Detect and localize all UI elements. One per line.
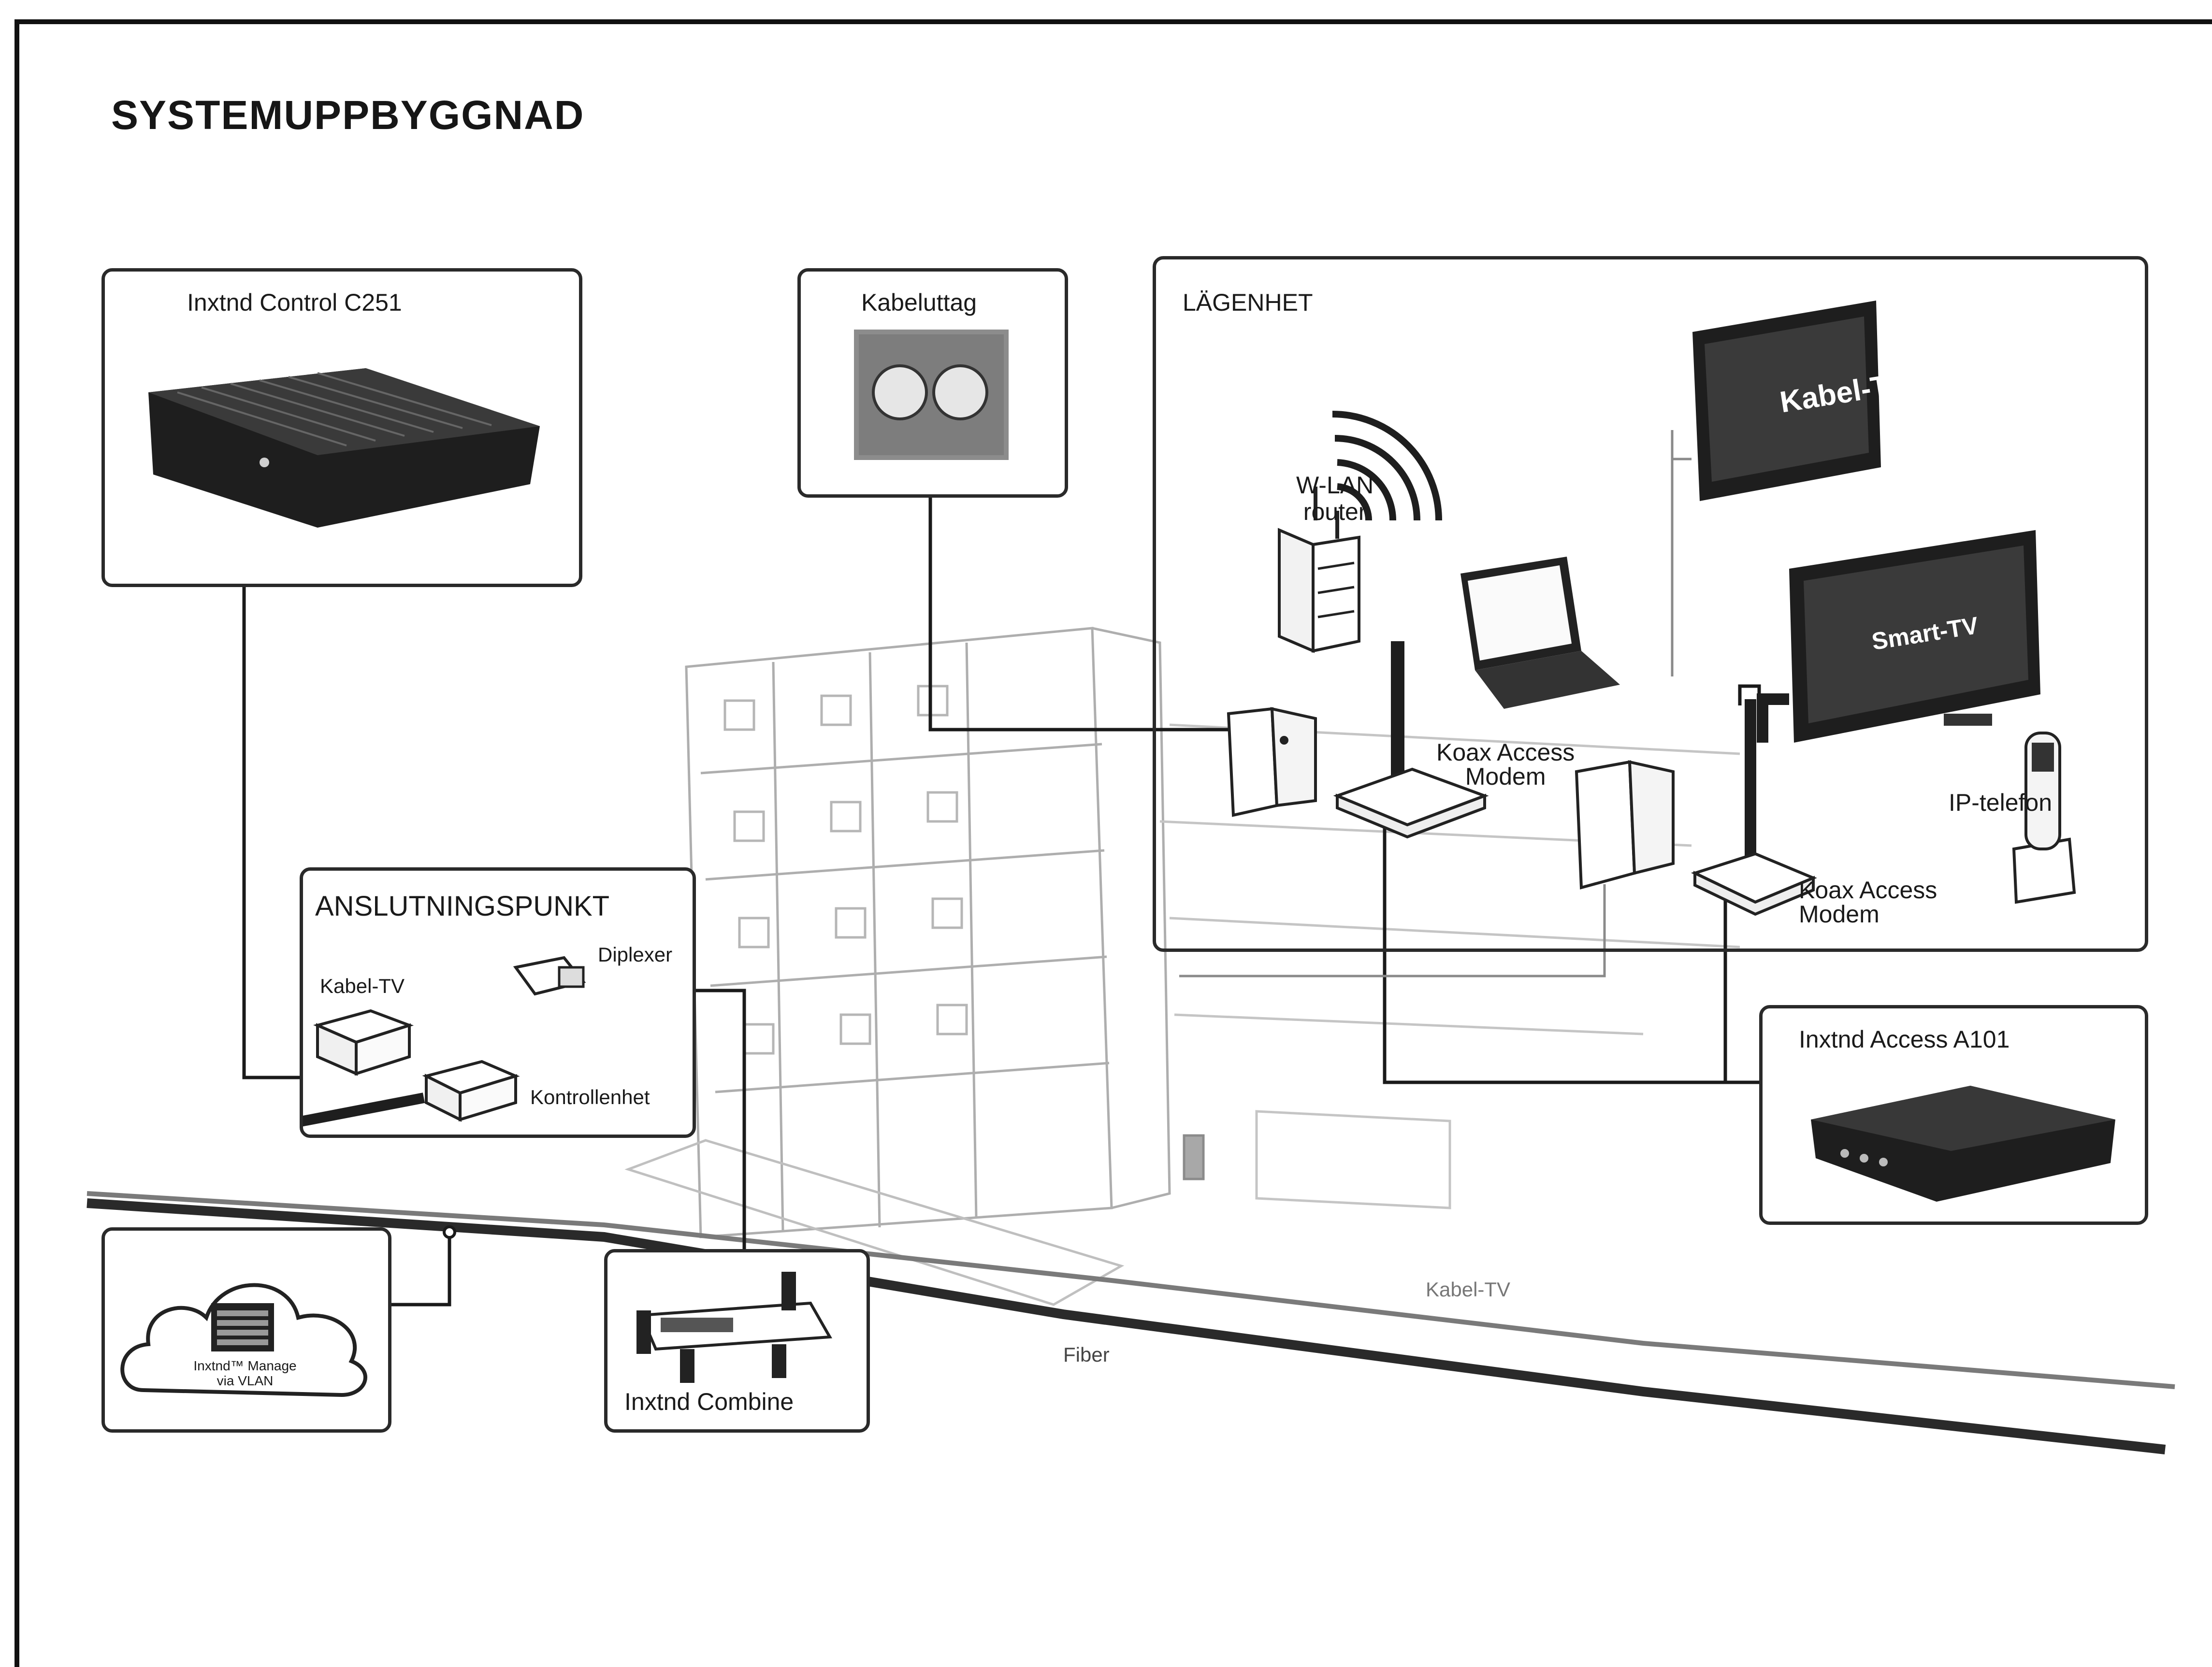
lagenhet-box: LÄGENHET — [1153, 256, 2148, 952]
combiner-icon — [636, 1272, 832, 1383]
control-c251-box: Inxtnd Control C251 — [101, 268, 582, 587]
wall-outlet-icon — [854, 330, 1009, 460]
anslutningspunkt-box: ANSLUTNINGSPUNKT Diplexer Kabel-TV Kontr… — [300, 867, 696, 1138]
kabel-tv-cable — [87, 1191, 2175, 1389]
koax-modem-2-icon — [1691, 852, 1817, 916]
ip-phone-icon — [2012, 732, 2076, 904]
manage-box: Inxtnd™ Manage via VLAN — [101, 1227, 391, 1433]
fiber-label: Fiber — [1063, 1343, 1110, 1366]
kabel-tv-amplifier-icon — [313, 1009, 414, 1076]
wall-box-2-icon — [1575, 760, 1675, 890]
lagenhet-label: LÄGENHET — [1183, 289, 1313, 316]
wlan-router-icon — [1278, 487, 1360, 653]
access-a101-box: Inxtnd Access A101 — [1759, 1005, 2148, 1225]
kabeluttag-label: Kabeluttag — [861, 289, 977, 316]
anslutningspunkt-devices — [303, 956, 586, 1127]
kontrollenhet-icon — [422, 1060, 520, 1122]
page-title: SYSTEMUPPBYGGNAD — [111, 92, 585, 138]
kontrollenhet-label: Kontrollenhet — [530, 1086, 650, 1108]
fiber-cable — [87, 1198, 2166, 1454]
building-sketch-illustration — [624, 627, 1740, 1306]
combine-label: Inxtnd Combine — [624, 1388, 794, 1415]
diplexer-label: Diplexer — [598, 943, 673, 966]
wlan-router-label: W-LAN router — [1296, 472, 1374, 525]
wall-box-1-icon — [1227, 707, 1317, 817]
ip-telefon-label: IP-telefon — [1949, 789, 2053, 816]
control-unit-icon — [148, 368, 540, 528]
combine-box: Inxtnd Combine — [604, 1249, 870, 1433]
koax-modem-1-icon — [1333, 767, 1489, 839]
wifi-waves-icon — [1332, 411, 1442, 521]
control-c251-label: Inxtnd Control C251 — [187, 289, 402, 316]
access-a101-label: Inxtnd Access A101 — [1799, 1026, 2010, 1053]
laptop-icon — [1460, 557, 1620, 709]
access-unit-icon — [1811, 1086, 2115, 1202]
anslutningspunkt-label: ANSLUTNINGSPUNKT — [315, 891, 610, 922]
manage-label: Inxtnd™ Manage via VLAN — [193, 1358, 297, 1388]
koax-modem-1-label: Koax Access Modem — [1436, 739, 1575, 790]
kabel-tv-ap-label: Kabel-TV — [320, 975, 405, 997]
smart-tv-icon — [1745, 530, 2040, 863]
kabel-tv-line-label: Kabel-TV — [1426, 1278, 1511, 1301]
connection-lines-light — [1179, 430, 1692, 977]
kabel-tv-screen-icon — [1692, 301, 1881, 501]
koax-modem-2-label: Koax Access Modem — [1799, 877, 1937, 928]
diplexer-icon — [513, 956, 586, 996]
page-frame — [14, 19, 2212, 1667]
cloud-icon — [120, 1283, 367, 1397]
kabeluttag-box: Kabeluttag — [797, 268, 1068, 498]
apartment-devices — [1227, 301, 2076, 916]
